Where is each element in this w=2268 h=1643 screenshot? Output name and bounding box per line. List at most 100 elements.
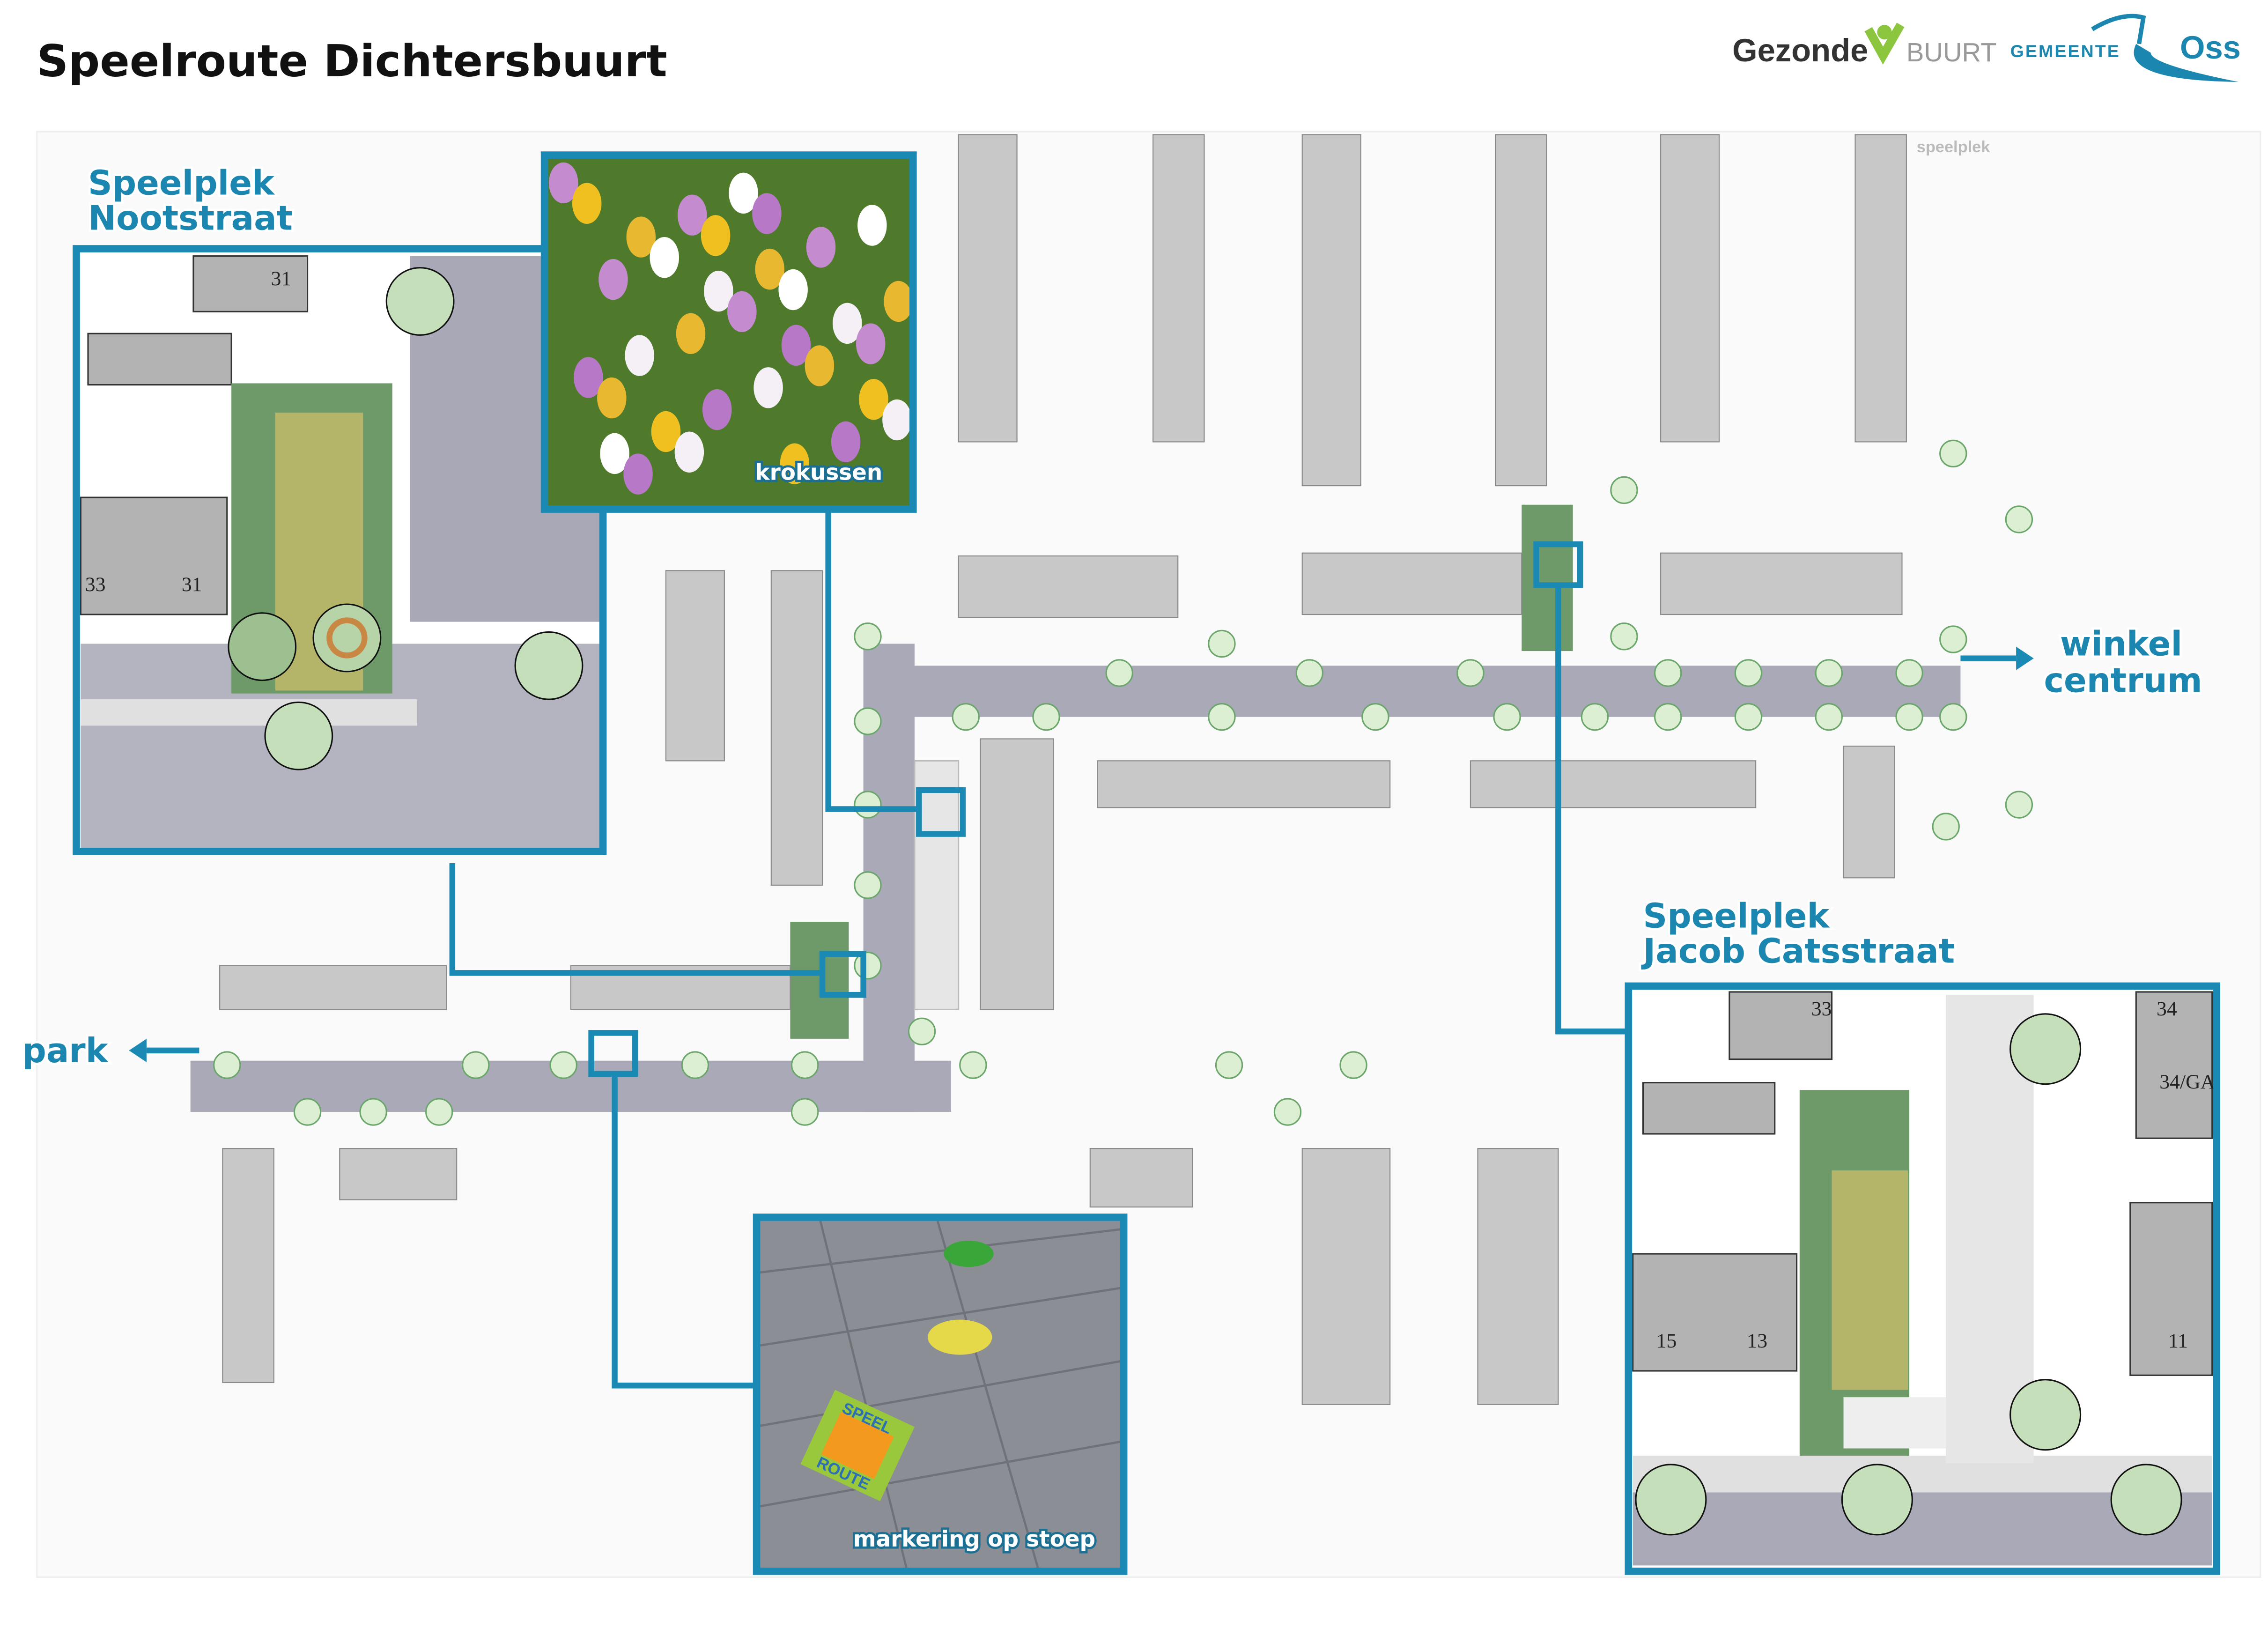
crocus-flower [548,162,578,204]
crocus-flower [856,323,886,364]
building-block [339,1148,458,1200]
crocus-flower [674,431,704,473]
crocus-flower [623,453,653,495]
yellow-dot-marker [928,1319,992,1355]
connector-lines [449,509,1629,1389]
tree-icon [1815,703,1843,731]
crocus-flower [778,269,808,311]
crocus-flower [598,259,628,300]
direction-winkelcentrum: winkel centrum [1960,622,2204,702]
tree-icon [1208,703,1236,731]
person-icon [1864,22,1905,65]
park-label: park [22,1031,109,1070]
gemeente-oss-logo: Gemeente Oss [2010,14,2241,82]
tree-icon [854,871,882,899]
logo-text-gezonde: Gezonde [1732,32,1868,68]
inset-speelplek-nootstraat: Speelplek Nootstraat 31 33 31 [73,161,607,855]
inset-title-line1: Speelplek [1643,896,1831,935]
tree-icon [462,1051,490,1079]
tree-icon [1939,439,1967,468]
house-number: 15 [1656,1330,1677,1352]
crocus-flower [831,421,861,463]
tree-icon [1895,703,1923,731]
crocus-flower [702,389,732,430]
photo-markering-op-stoep: SPEEL ROUTE markering op stoep [753,1214,1128,1575]
tree-icon [1105,659,1133,687]
house-number: 13 [1747,1330,1767,1352]
tree-icon [1654,703,1682,731]
arrow-right-icon [2016,646,2034,670]
building-block [222,1148,274,1384]
house-number: 31 [271,267,291,290]
gezonde-buurt-logo: Gezonde BUURT [1732,22,1996,68]
crocus-flower [704,270,733,312]
house-number: 31 [182,573,202,596]
building-block [665,570,725,762]
crocus-flower [677,194,707,236]
crocus-flower [597,377,627,419]
crocus-flower [833,303,862,344]
crocus-flower [857,205,887,246]
road-jacob-catsstraat [878,666,1961,717]
tree-icon [1361,703,1389,731]
bull-icon [2134,44,2238,82]
building-block [1494,134,1547,487]
tree-icon [1295,659,1324,687]
building-block [1477,1148,1559,1405]
crocus-flower [625,335,654,376]
building-block [1660,552,1903,615]
tree-icon [1581,703,1609,731]
playground-jacob-cats [1522,504,1573,651]
building-block [1301,552,1522,615]
arrow-left-icon [129,1038,147,1062]
tree-icon [213,1051,241,1079]
tree-icon [790,1098,819,1126]
crocus-flower [805,345,835,386]
logo-text-oss: Oss [2180,30,2241,66]
tree-icon [1215,1051,1243,1079]
tree-icon [1493,703,1521,731]
crocus-flower [676,313,706,354]
crocus-flower [755,249,784,290]
house-number: 33 [85,573,106,596]
tree-icon [854,707,882,735]
inset-title-line2: Nootstraat [88,198,293,237]
direction-park: park [20,1029,199,1073]
tree-icon [1654,659,1682,687]
logo-text-gemeente: Gemeente [2010,41,2120,61]
tree-icon [1939,625,1967,653]
green-dot-marker [944,1240,994,1267]
crocus-flower [781,325,811,366]
crocus-flower [859,379,888,420]
building-block [1843,746,1895,879]
page-title: Speelroute Dichtersbuurt [37,36,667,87]
tree-icon [359,1098,387,1126]
building-block [1660,134,1720,443]
crocus-flower [780,443,810,484]
crocus-flower [806,227,836,268]
crocus-flower [729,172,758,214]
tree-icon [854,791,882,819]
crocus-flower [752,193,782,234]
building-block [958,134,1018,443]
crocus-flower [600,433,629,474]
house-number: 34 [2157,998,2177,1020]
crocus-flower [650,237,680,278]
building-block [1152,134,1205,443]
building-block [958,555,1179,618]
tree-icon [1610,622,1638,651]
krokussen-caption: krokussen [755,460,882,486]
tree-icon [1734,659,1763,687]
crocus-flower [727,291,757,333]
building-block [1854,134,1907,443]
crocus-flower [626,216,656,258]
tree-icon [854,622,882,651]
building-block [1470,760,1757,808]
markering-caption: markering op stoep [853,1527,1095,1552]
tree-icon [1932,813,1960,841]
tree-icon [959,1051,987,1079]
crocus-flower [884,281,913,322]
house-number: 33 [1811,998,1832,1020]
building-block [770,570,823,886]
